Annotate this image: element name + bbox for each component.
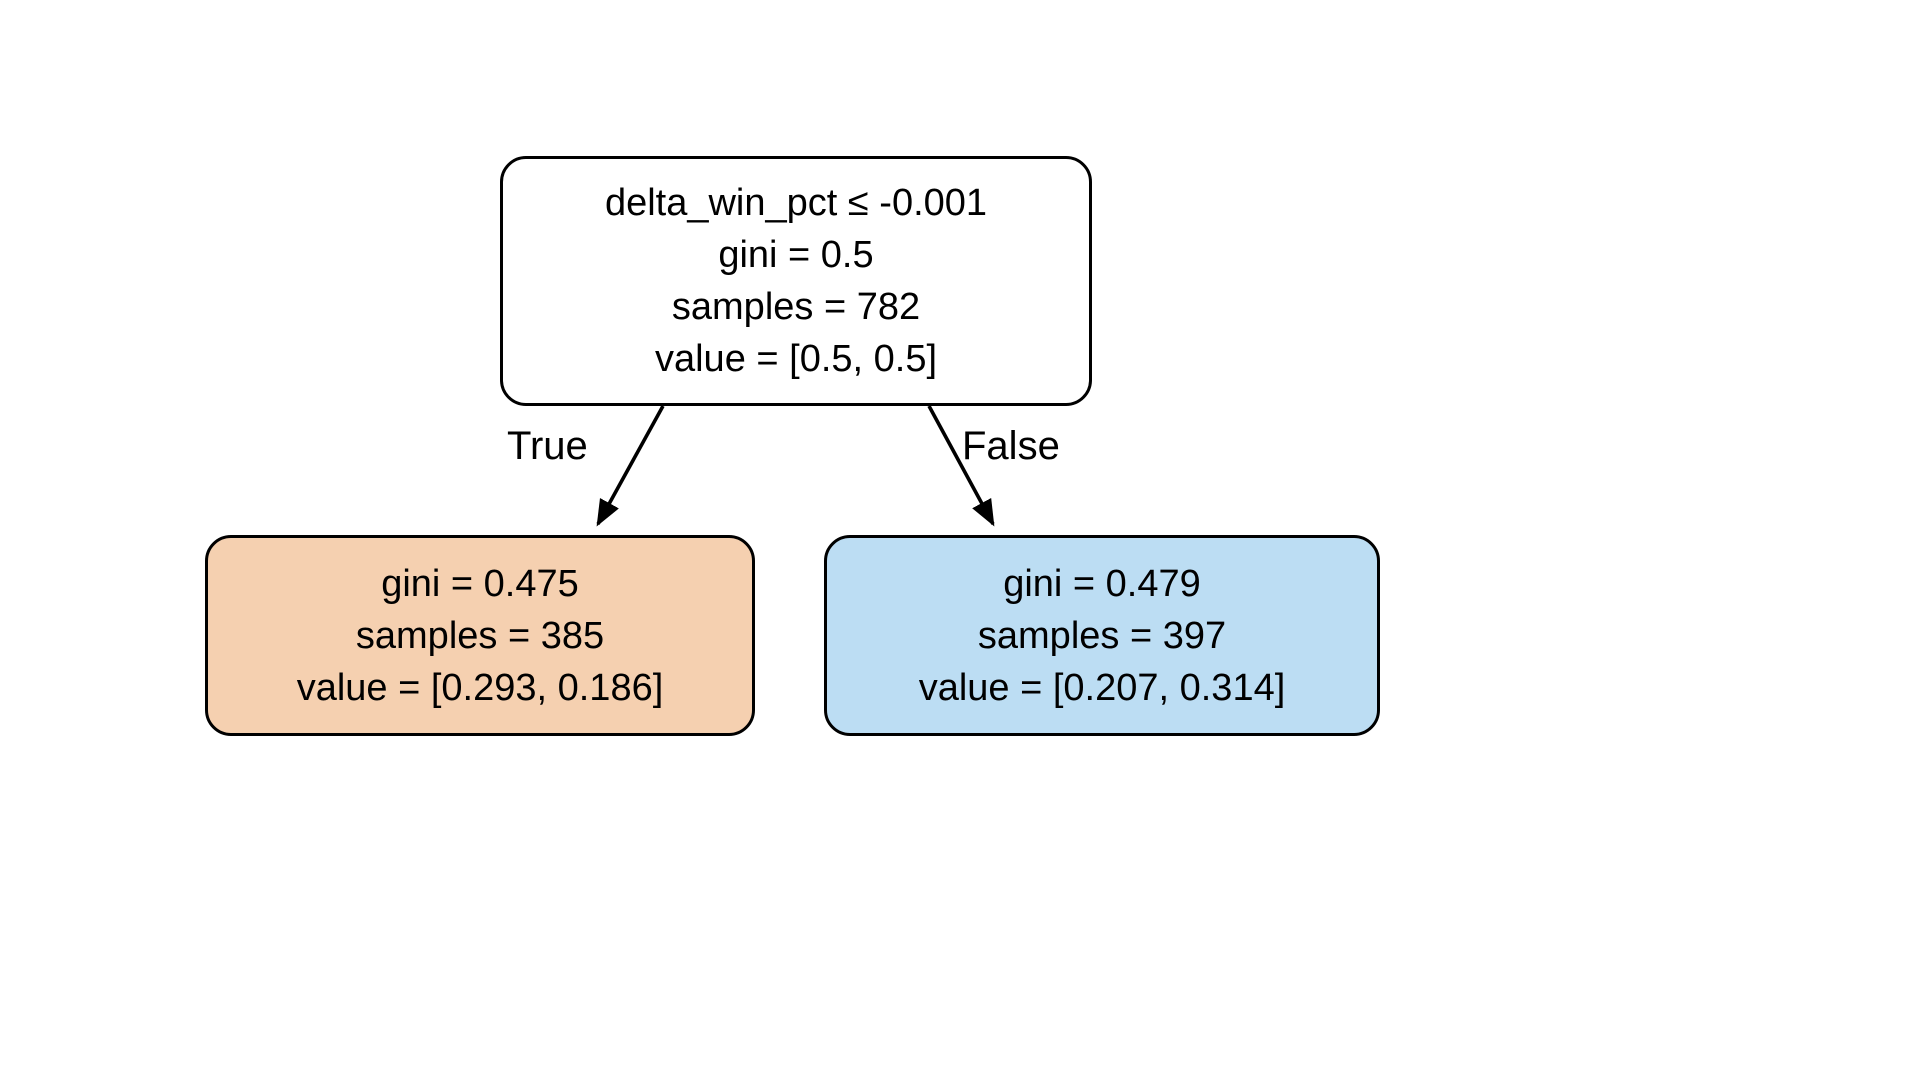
tree-node-leaf-left[interactable]: gini = 0.475 samples = 385 value = [0.29… <box>205 535 755 736</box>
edge-label-true: True <box>507 424 588 468</box>
leaf-right-samples: samples = 397 <box>977 614 1227 657</box>
root-samples: samples = 782 <box>671 286 921 328</box>
leaf-left-samples: samples = 385 <box>355 614 605 657</box>
tree-node-root[interactable]: delta_win_pct ≤ -0.001 gini = 0.5 sample… <box>500 156 1092 406</box>
root-gini: gini = 0.5 <box>718 234 874 276</box>
leaf-right-gini: gini = 0.479 <box>1003 562 1201 605</box>
edge-label-false: False <box>962 424 1060 468</box>
root-value: value = [0.5, 0.5] <box>654 338 938 380</box>
root-condition: delta_win_pct ≤ -0.001 <box>604 182 988 224</box>
edge-true-branch <box>596 405 665 527</box>
tree-node-leaf-right[interactable]: gini = 0.479 samples = 397 value = [0.20… <box>824 535 1380 736</box>
leaf-right-value: value = [0.207, 0.314] <box>918 666 1286 709</box>
leaf-left-gini: gini = 0.475 <box>381 562 579 605</box>
leaf-left-value: value = [0.293, 0.186] <box>296 666 664 709</box>
